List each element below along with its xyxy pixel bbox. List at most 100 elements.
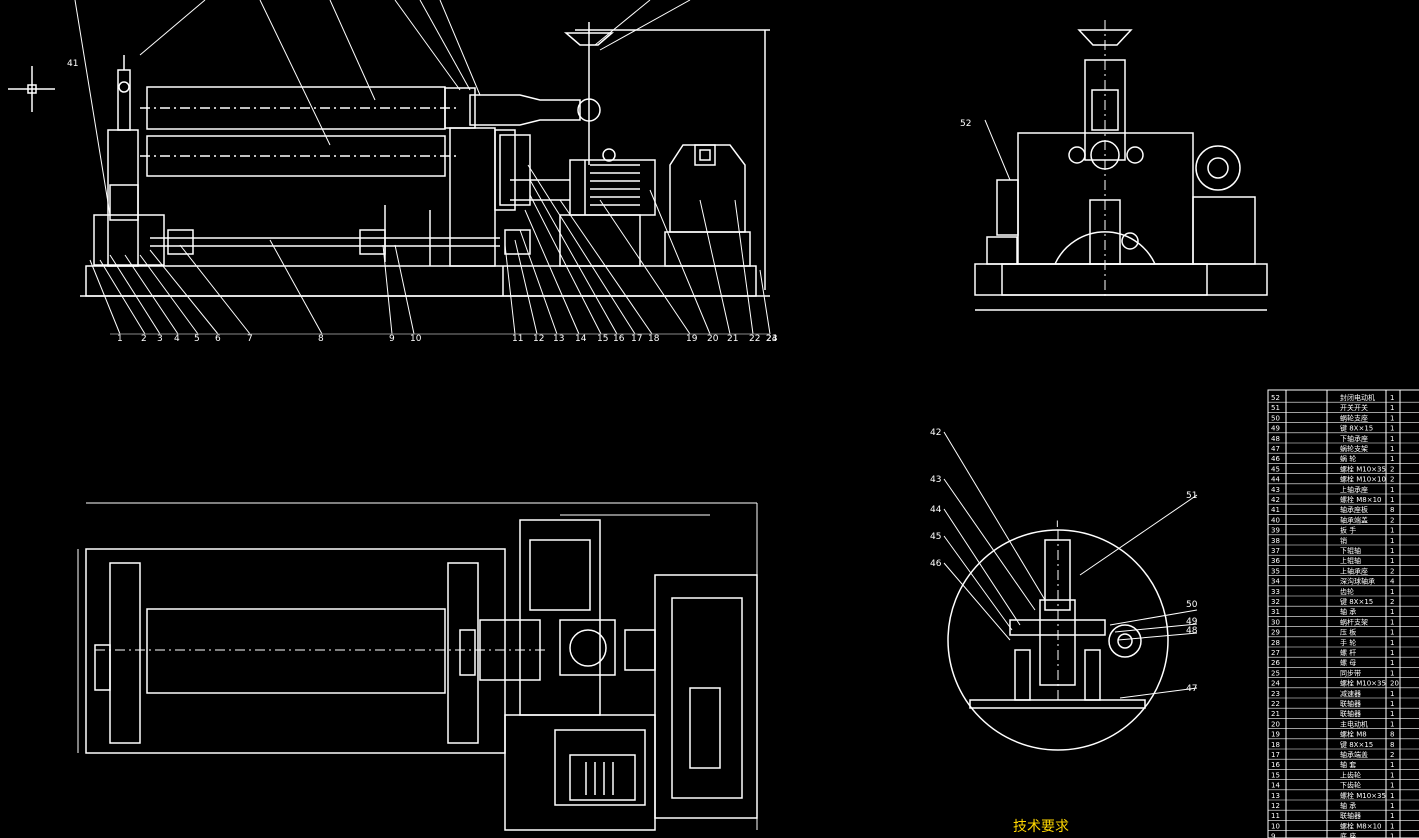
- bom-row-qty: 8: [1390, 506, 1394, 514]
- bom-row-number: 48: [1271, 435, 1280, 443]
- bom-row-qty: 1: [1390, 639, 1394, 647]
- bom-row-number: 16: [1271, 761, 1280, 769]
- bom-row-number: 41: [1271, 506, 1280, 514]
- bom-row-name: 轴承座板: [1340, 505, 1368, 514]
- bom-row-name: 下辊轴: [1340, 546, 1361, 555]
- bom-row-qty: 1: [1390, 710, 1394, 718]
- bom-row-number: 50: [1271, 414, 1280, 422]
- bom-row-qty: 1: [1390, 425, 1394, 433]
- bom-row-number: 22: [1271, 700, 1280, 708]
- bom-row-qty: 1: [1390, 404, 1394, 412]
- part-number-label: 3: [157, 334, 163, 344]
- bom-row-qty: 1: [1390, 414, 1394, 422]
- bom-row-name: 下齿轮: [1340, 781, 1361, 790]
- bom-row-number: 51: [1271, 404, 1280, 412]
- part-number-label: 7: [247, 334, 253, 344]
- bom-row-name: 上辊轴: [1340, 556, 1361, 565]
- bom-row-qty: 1: [1390, 720, 1394, 728]
- front-view: [80, 22, 770, 297]
- bom-row-number: 14: [1271, 782, 1280, 790]
- bom-row-qty: 1: [1390, 649, 1394, 657]
- bom-row-name: 齿轮: [1340, 587, 1354, 596]
- bom-row-name: 同步带: [1340, 669, 1361, 677]
- part-number-label: 19: [686, 334, 698, 344]
- bom-row-qty: 2: [1390, 567, 1394, 575]
- bom-row-qty: 1: [1390, 659, 1394, 667]
- bom-row-number: 26: [1271, 659, 1280, 667]
- bom-table-frame: [1267, 389, 1419, 838]
- bom-row-number: 44: [1271, 476, 1280, 484]
- bom-row-name: 封闭电动机: [1340, 393, 1375, 402]
- bom-row-qty: 8: [1390, 741, 1394, 749]
- bom-row-qty: 1: [1390, 537, 1394, 545]
- bom-row-qty: 2: [1390, 516, 1394, 524]
- bom-row-qty: 2: [1390, 598, 1394, 606]
- part-number-label: 4: [174, 334, 180, 344]
- bom-row-number: 39: [1271, 527, 1280, 535]
- bom-row-name: 减速器: [1340, 689, 1361, 698]
- bom-row-name: 扳 手: [1340, 526, 1356, 535]
- bom-row-qty: 1: [1390, 700, 1394, 708]
- bom-row-number: 49: [1271, 425, 1280, 433]
- bom-row-number: 34: [1271, 578, 1280, 586]
- bom-row-qty: 2: [1390, 465, 1394, 473]
- bom-row-qty: 1: [1390, 761, 1394, 769]
- detail-leaders: [943, 431, 1198, 699]
- bom-row-number: 18: [1271, 741, 1280, 749]
- bom-row-name: 深沟球轴承: [1340, 577, 1375, 586]
- bom-row-number: 29: [1271, 629, 1280, 637]
- bom-row-qty: 1: [1390, 812, 1394, 820]
- bom-row-qty: 1: [1390, 833, 1394, 838]
- bom-row-qty: 1: [1390, 802, 1394, 810]
- bom-row-name: 主电动机: [1340, 719, 1368, 728]
- bom-row-name: 轴承端盖: [1340, 515, 1368, 524]
- bom-row-qty: 1: [1390, 486, 1394, 494]
- bom-row-name: 键 8X×15: [1340, 424, 1373, 433]
- bom-row-name: 联轴器: [1340, 811, 1361, 820]
- part-number-label: 9: [389, 334, 395, 344]
- bom-row-name: 联轴器: [1340, 699, 1361, 708]
- part-number-41: 41: [67, 59, 78, 69]
- part-number-label: 15: [597, 334, 608, 344]
- part-number-label: 21: [727, 334, 738, 344]
- part-number-label: 23: [766, 334, 777, 344]
- bom-row-name: 螺栓 M8: [1340, 730, 1367, 739]
- bom-row-name: 蜗轮支架: [1340, 444, 1368, 453]
- bom-row-number: 42: [1271, 496, 1280, 504]
- detail-part-number: 50: [1186, 600, 1198, 610]
- bom-row-qty: 1: [1390, 822, 1394, 830]
- bom-row-name: 螺栓 M8×10: [1340, 495, 1382, 504]
- bom-row-number: 31: [1271, 608, 1280, 616]
- bom-row-name: 螺 杆: [1340, 648, 1356, 657]
- bom-row-number: 11: [1271, 812, 1280, 820]
- bom-row-number: 21: [1271, 710, 1280, 718]
- bom-row-qty: 4: [1390, 578, 1395, 586]
- bom-row-name: 螺栓 M10×35: [1340, 464, 1386, 473]
- bom-row-number: 19: [1271, 731, 1280, 739]
- cad-crosshair-cursor: [8, 66, 55, 112]
- bom-row-qty: 1: [1390, 782, 1394, 790]
- part-number-label: 8: [318, 334, 324, 344]
- part-number-label: 17: [631, 334, 642, 344]
- bom-row-number: 36: [1271, 557, 1280, 565]
- bom-row-name: 蜗 轮: [1340, 454, 1356, 463]
- tech-requirements-title: 技术要求: [1013, 819, 1069, 835]
- bom-row-name: 螺栓 M8×10: [1340, 821, 1382, 830]
- bom-row-number: 17: [1271, 751, 1280, 759]
- bom-row-name: 开关开关: [1340, 403, 1368, 412]
- detail-part-number: 44: [930, 505, 942, 515]
- part-number-label: 10: [410, 334, 422, 344]
- bom-row-name: 轴 套: [1340, 760, 1356, 769]
- bom-row-number: 28: [1271, 639, 1280, 647]
- part-number-label: 16: [613, 334, 625, 344]
- bom-row-qty: 1: [1390, 608, 1394, 616]
- bom-row-number: 38: [1271, 537, 1280, 545]
- bom-row-name: 联轴器: [1340, 709, 1361, 718]
- part-number-label: 22: [749, 334, 760, 344]
- bom-row-number: 30: [1271, 618, 1280, 626]
- detail-part-number: 46: [930, 559, 942, 569]
- bom-row-qty: 1: [1390, 669, 1394, 677]
- bom-row-name: 轴承端盖: [1340, 750, 1368, 759]
